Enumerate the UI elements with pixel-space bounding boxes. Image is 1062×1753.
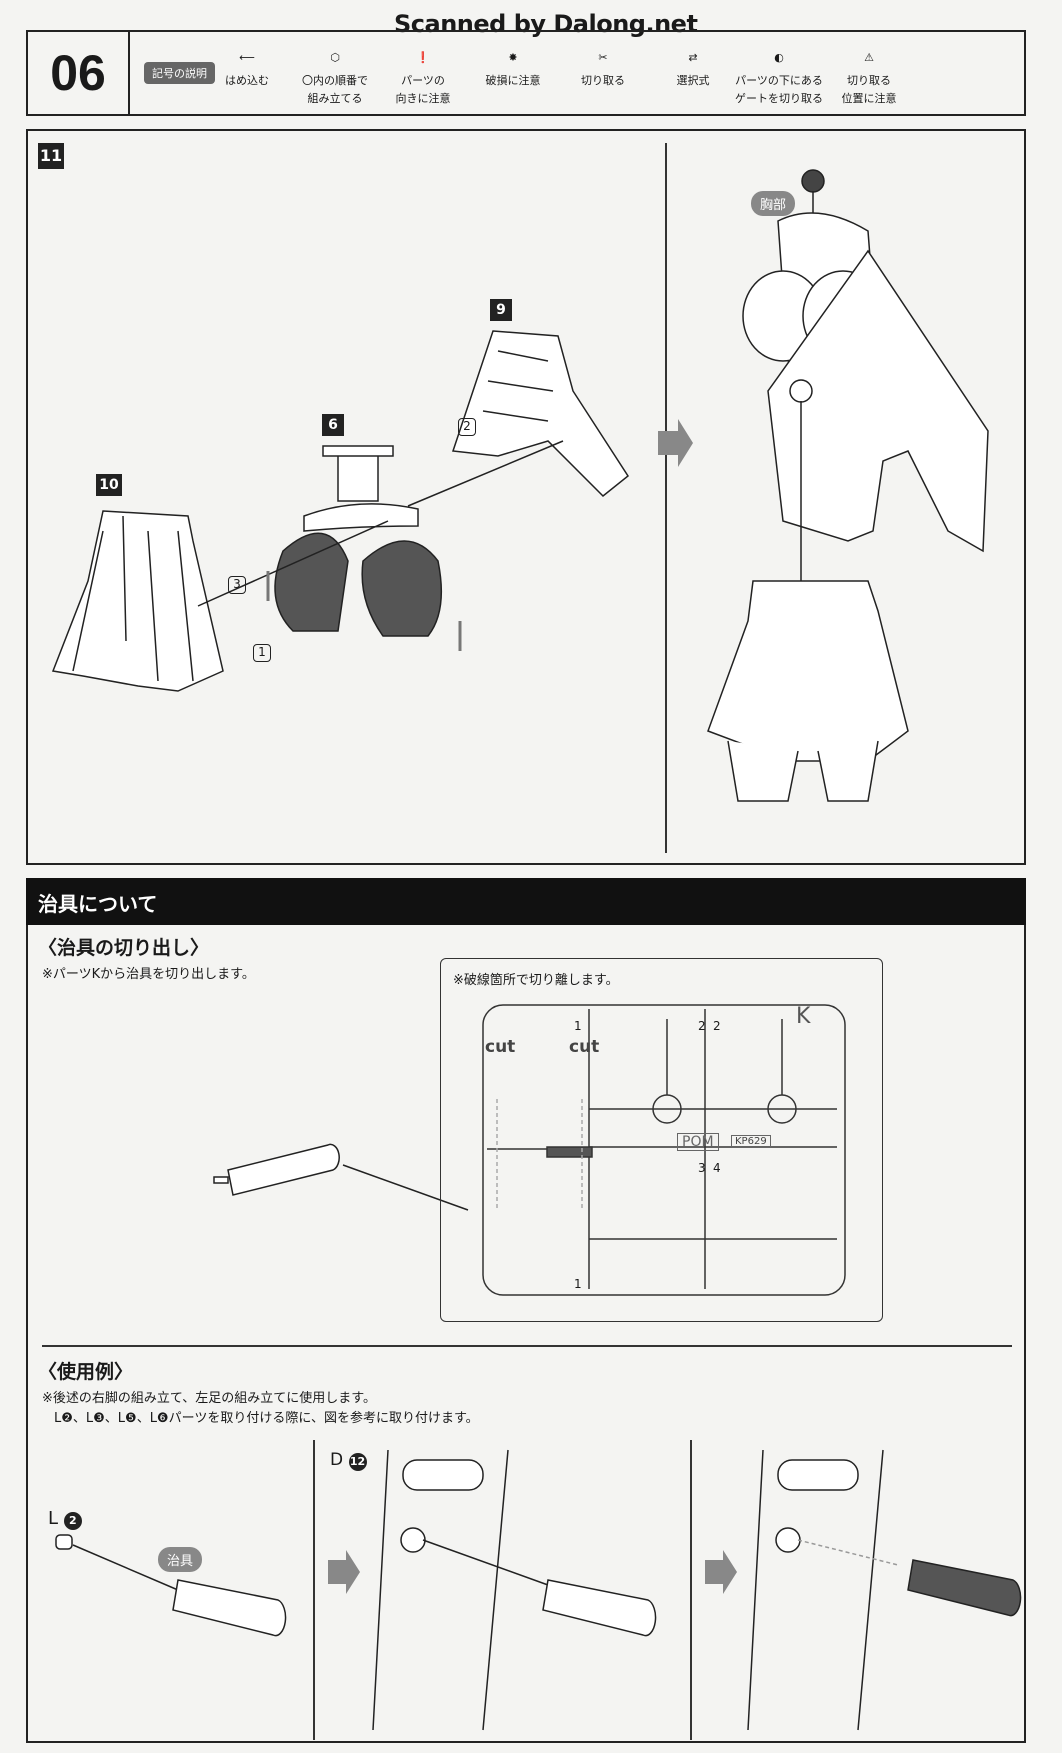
legend-label: ゲートを切り取る (735, 92, 823, 105)
jig-tag: 治具 (158, 1547, 203, 1572)
cut-icon: ✂ (598, 51, 608, 64)
chest-label: 胸部 (751, 191, 796, 216)
usage-note-1: ※後述の右脚の組み立て、左足の組み立てに使用します。 (42, 1391, 376, 1406)
legend-item: ◐ パーツの下にあるゲートを切り取る (734, 44, 824, 108)
legend-label: 破損に注意 (485, 74, 541, 87)
l2-label: L 2 (48, 1508, 82, 1530)
usage-note-2: L❷、L❸、L❺、L❻パーツを取り付ける際に、図を参考に取り付けます。 (54, 1411, 479, 1426)
runner-num: 1 (574, 1277, 582, 1291)
exclamation-direction-icon: ❗ (416, 51, 430, 64)
cut-label-2: cut (569, 1037, 600, 1057)
divider (690, 1440, 692, 1740)
next-step-arrow (658, 419, 693, 467)
legend-item: ❗ パーツの向きに注意 (378, 44, 468, 108)
part-9-badge: 9 (490, 299, 512, 321)
legend-label: 向きに注意 (395, 92, 451, 105)
legend-label: 〇内の順番で (302, 74, 368, 87)
push-in-arrow-icon: ⟵ (239, 51, 255, 64)
runner-num: 1 (574, 1019, 582, 1033)
leg-part-right (361, 540, 443, 637)
cutout-note: ※パーツKから治具を切り出します。 (42, 967, 255, 982)
d-letter: D (330, 1450, 344, 1470)
cutout-title: 〈治具の切り出し〉 (38, 937, 210, 959)
legend-item: ⬡ 〇内の順番で組み立てる (290, 44, 380, 108)
runner-k-diagram (482, 1004, 846, 1296)
order-1: 1 (253, 644, 271, 662)
runner-k-box: ※破線箇所で切り離します。 K cut cut POM KP629 1 1 2 … (440, 958, 883, 1322)
pom-label: POM (677, 1133, 719, 1151)
runner-num: 4 (713, 1161, 721, 1175)
assembly-illustration (51, 169, 989, 802)
d-number: 12 (348, 1453, 367, 1471)
divider (313, 1440, 315, 1740)
runner-num: 3 (698, 1161, 706, 1175)
jig-illustration (213, 1143, 469, 1211)
legend-label: 切り取る (847, 74, 891, 87)
step-badge: 11 (38, 143, 64, 169)
legend-item: ⟵ はめ込む (202, 44, 292, 90)
skirt-part (51, 510, 224, 692)
runner-num: 2 (713, 1019, 721, 1033)
d12-label: D 12 (330, 1450, 367, 1471)
watermark: Scanned by Dalong.net (390, 10, 702, 38)
l-number: 2 (63, 1512, 82, 1530)
step-11-panel: 11 9 6 10 胸部 (26, 129, 1026, 865)
jig-section: 〈治具の切り出し〉 ※パーツKから治具を切り出します。 〈使用例〉 ※後述の右脚… (26, 925, 1026, 1743)
legend-label: パーツの下にある (735, 74, 823, 87)
part-6-badge: 6 (322, 414, 344, 436)
assembled-skirt (707, 580, 909, 762)
runner-note: ※破線箇所で切り離します。 (453, 973, 619, 988)
legend-item: ⇄ 選択式 (648, 44, 738, 90)
panel-divider (665, 143, 667, 853)
divider (42, 1345, 1012, 1347)
torso-part (451, 330, 629, 498)
legend-label: はめ込む (225, 74, 269, 87)
runner-letter: K (796, 1004, 811, 1029)
choice-arrows-icon: ⇄ (688, 51, 698, 64)
legend-item: ✂ 切り取る (558, 44, 648, 90)
legend-header: 06 記号の説明 ⟵ はめ込む ⬡ 〇内の順番で組み立てる ❗ パーツの向きに注意 ✸ 破損に… (26, 30, 1026, 116)
leg-part-left (274, 532, 349, 632)
legend-label: 位置に注意 (841, 92, 897, 105)
cape-part (767, 249, 989, 553)
legend-title: 記号の説明 (144, 62, 215, 84)
legend-label: 組み立てる (307, 92, 363, 105)
legend-item: ✸ 破損に注意 (468, 44, 558, 90)
cut-label-1: cut (485, 1037, 516, 1057)
order-2: 2 (458, 418, 476, 436)
legend-label: 選択式 (676, 74, 710, 87)
order-3: 3 (228, 576, 246, 594)
under-gate-icon: ◐ (774, 51, 784, 64)
order-hexagon-icon: ⬡ (330, 51, 340, 64)
usage-title: 〈使用例〉 (38, 1361, 134, 1383)
legend-label: パーツの (401, 74, 445, 87)
runner-code: KP629 (731, 1135, 771, 1148)
step-number: 06 (28, 32, 130, 114)
damage-warning-icon: ✸ (508, 51, 518, 64)
cut-position-icon: ⚠ (864, 51, 874, 64)
part-10-badge: 10 (96, 474, 122, 496)
section-title: 治具について (26, 878, 1026, 925)
legend-label: 切り取る (581, 74, 625, 87)
usage-illustration (55, 1449, 1022, 1731)
runner-num: 2 (698, 1019, 706, 1033)
l-letter: L (48, 1508, 59, 1529)
legend-item: ⚠ 切り取る位置に注意 (824, 44, 914, 108)
